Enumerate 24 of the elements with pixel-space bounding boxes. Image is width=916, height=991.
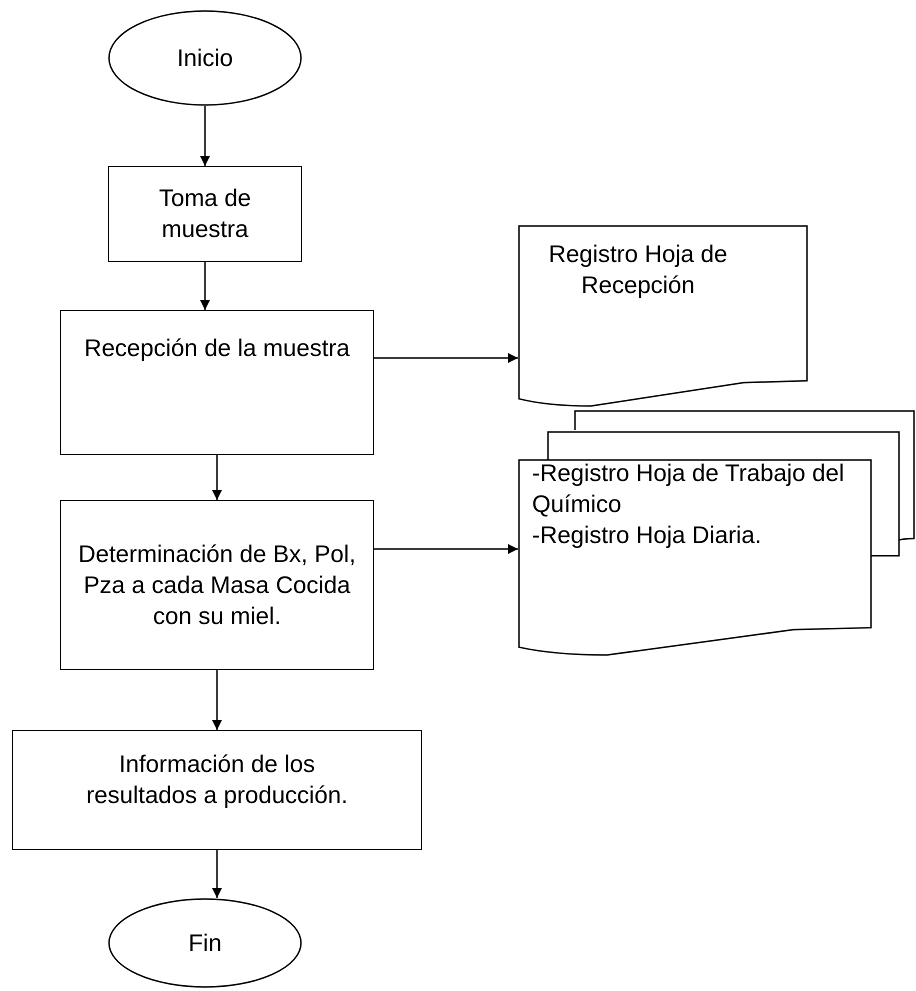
terminal-ellipse bbox=[108, 10, 302, 106]
arrow bbox=[212, 455, 222, 500]
arrow bbox=[374, 353, 518, 363]
node-text: Registro Hoja de Recepción bbox=[548, 240, 728, 301]
node-text: -Registro Hoja Diaria. bbox=[532, 521, 762, 551]
terminal-ellipse bbox=[108, 898, 302, 988]
process-box bbox=[12, 730, 422, 850]
arrow bbox=[212, 850, 222, 898]
process-box bbox=[108, 166, 302, 262]
document-shape bbox=[518, 225, 808, 407]
arrow bbox=[374, 544, 518, 554]
arrow bbox=[200, 106, 210, 166]
node-text: Información de los resultados a producción. bbox=[85, 750, 349, 811]
node-text: -Registro Hoja de Trabajo del Químico bbox=[532, 459, 846, 520]
node-text: Toma de muestra bbox=[158, 184, 252, 245]
node-text: Fin bbox=[188, 928, 222, 958]
arrow bbox=[200, 262, 210, 310]
node-text: Inicio bbox=[176, 44, 234, 74]
arrow bbox=[212, 670, 222, 730]
node-text: Determinación de Bx, Pol, Pza a cada Masa Cocida con su miel. bbox=[77, 540, 357, 632]
process-box bbox=[60, 500, 374, 670]
multi-document-shape bbox=[518, 410, 915, 657]
process-box bbox=[60, 310, 374, 455]
node-text: Recepción de la muestra bbox=[84, 334, 350, 364]
